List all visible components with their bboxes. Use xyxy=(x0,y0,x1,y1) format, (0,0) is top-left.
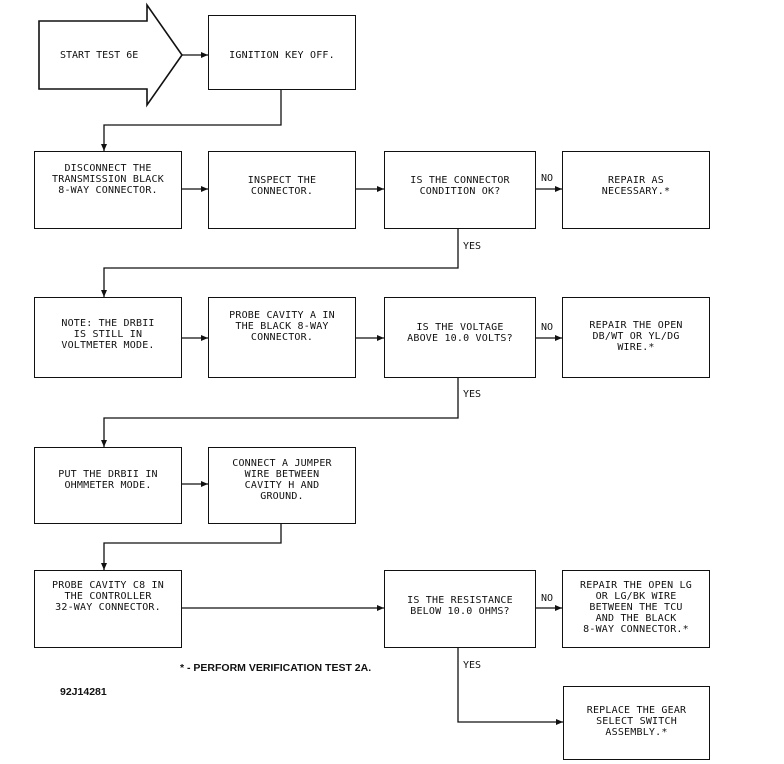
yes-label-resistance: YES xyxy=(463,660,482,671)
ignition-off-box: IGNITION KEY OFF. xyxy=(208,15,356,90)
probe-cavity-c8-box: PROBE CAVITY C8 IN THE CONTROLLER 32-WAY… xyxy=(34,570,182,648)
repair-as-necessary-text: REPAIR AS NECESSARY.* xyxy=(601,175,671,197)
ignition-off-text: IGNITION KEY OFF. xyxy=(229,50,335,61)
connect-jumper-text: CONNECT A JUMPER WIRE BETWEEN CAVITY H A… xyxy=(232,458,332,502)
voltage-decision-text: IS THE VOLTAGE ABOVE 10.0 VOLTS? xyxy=(407,322,513,344)
figure-id: 92J14281 xyxy=(60,686,107,698)
start-test-label: START TEST 6E xyxy=(60,50,139,61)
resistance-decision-text: IS THE RESISTANCE BELOW 10.0 OHMS? xyxy=(407,595,513,617)
probe-cavity-c8-text: PROBE CAVITY C8 IN THE CONTROLLER 32-WAY… xyxy=(52,580,164,613)
probe-cavity-a-text: PROBE CAVITY A IN THE BLACK 8-WAY CONNEC… xyxy=(229,310,335,343)
note-voltmeter-text: NOTE: THE DRBII IS STILL IN VOLTMETER MO… xyxy=(61,318,155,351)
connect-jumper-box: CONNECT A JUMPER WIRE BETWEEN CAVITY H A… xyxy=(208,447,356,524)
connector-ok-text: IS THE CONNECTOR CONDITION OK? xyxy=(410,175,510,197)
inspect-connector-box: INSPECT THE CONNECTOR. xyxy=(208,151,356,229)
repair-open-db-wire-box: REPAIR THE OPEN DB/WT OR YL/DG WIRE.* xyxy=(562,297,710,378)
yes-label-voltage: YES xyxy=(463,389,482,400)
disconnect-connector-text: DISCONNECT THE TRANSMISSION BLACK 8-WAY … xyxy=(52,163,164,196)
verification-footnote: * - PERFORM VERIFICATION TEST 2A. xyxy=(180,662,372,674)
replace-gear-switch-text: REPLACE THE GEAR SELECT SWITCH ASSEMBLY.… xyxy=(586,705,687,738)
inspect-connector-text: INSPECT THE CONNECTOR. xyxy=(247,175,317,197)
connector-ok-decision-box: IS THE CONNECTOR CONDITION OK? xyxy=(384,151,536,229)
note-voltmeter-box: NOTE: THE DRBII IS STILL IN VOLTMETER MO… xyxy=(34,297,182,378)
no-label-resistance: NO xyxy=(541,593,554,604)
ohmmeter-mode-box: PUT THE DRBII IN OHMMETER MODE. xyxy=(34,447,182,524)
disconnect-connector-box: DISCONNECT THE TRANSMISSION BLACK 8-WAY … xyxy=(34,151,182,229)
probe-cavity-a-box: PROBE CAVITY A IN THE BLACK 8-WAY CONNEC… xyxy=(208,297,356,378)
repair-open-db-wire-text: REPAIR THE OPEN DB/WT OR YL/DG WIRE.* xyxy=(589,320,683,353)
repair-as-necessary-box: REPAIR AS NECESSARY.* xyxy=(562,151,710,229)
no-label-voltage: NO xyxy=(541,322,554,333)
repair-open-lg-wire-box: REPAIR THE OPEN LG OR LG/BK WIRE BETWEEN… xyxy=(562,570,710,648)
yes-label-connector: YES xyxy=(463,241,482,252)
voltage-decision-box: IS THE VOLTAGE ABOVE 10.0 VOLTS? xyxy=(384,297,536,378)
ohmmeter-mode-text: PUT THE DRBII IN OHMMETER MODE. xyxy=(58,469,158,491)
no-label-connector: NO xyxy=(541,173,554,184)
replace-gear-switch-box: REPLACE THE GEAR SELECT SWITCH ASSEMBLY.… xyxy=(563,686,710,760)
resistance-decision-box: IS THE RESISTANCE BELOW 10.0 OHMS? xyxy=(384,570,536,648)
start-arrow-shape xyxy=(38,2,183,108)
repair-open-lg-wire-text: REPAIR THE OPEN LG OR LG/BK WIRE BETWEEN… xyxy=(580,580,692,635)
